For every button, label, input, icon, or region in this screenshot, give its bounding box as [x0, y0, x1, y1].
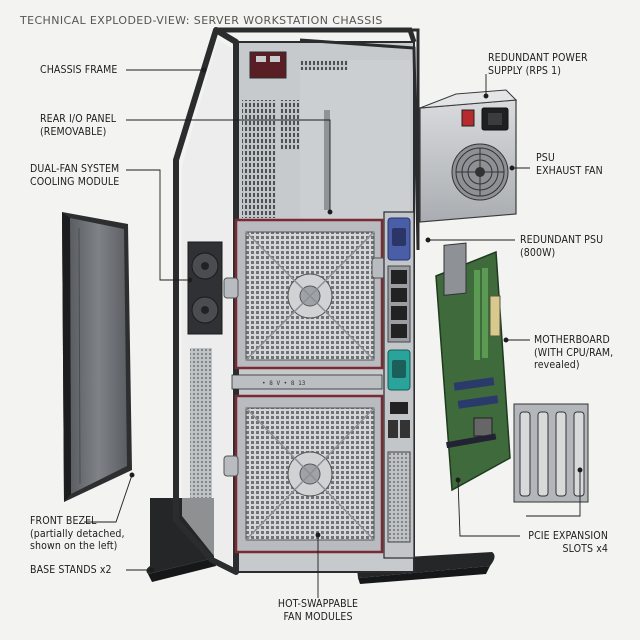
- dual-fan-module: [187, 241, 223, 335]
- label-chassis-frame: CHASSIS FRAME: [40, 64, 118, 76]
- diagram-title: TECHNICAL EXPLODED-VIEW: SERVER WORKSTAT…: [20, 14, 383, 27]
- label-base-stands: BASE STANDS x2: [30, 564, 112, 576]
- rear-io-panel: [383, 211, 415, 559]
- pcie-expansion-slots: [513, 403, 589, 503]
- hot-swap-fan-lower: [223, 394, 384, 554]
- label-motherboard: MOTHERBOARD (WITH CPU/RAM, revealed): [534, 334, 614, 371]
- redundant-psu: [419, 89, 518, 223]
- label-redundant-power-supply: REDUNDANT POWER SUPPLY (RPS 1): [488, 52, 588, 77]
- label-redundant-psu: REDUNDANT PSU (800W): [520, 234, 604, 259]
- front-bezel: [62, 212, 132, 502]
- label-front-bezel: FRONT BEZEL (partially detached, shown o…: [30, 515, 125, 552]
- hot-swap-fan-upper: [223, 218, 387, 370]
- motherboard: [435, 242, 511, 492]
- label-pcie-slots: PCIE EXPANSION SLOTS x4: [528, 530, 608, 555]
- label-hot-swap-fans: HOT-SWAPPABLE FAN MODULES: [277, 598, 359, 623]
- label-psu-exhaust-fan: PSU EXHAUST FAN: [536, 152, 603, 177]
- label-rear-io-panel: REAR I/O PANEL (REMOVABLE): [40, 113, 117, 138]
- label-dual-fan: DUAL-FAN SYSTEM COOLING MODULE: [30, 163, 120, 188]
- leader-lines: [84, 67, 583, 598]
- svg-text:• 8 V • 8 13: • 8 V • 8 13: [262, 380, 306, 387]
